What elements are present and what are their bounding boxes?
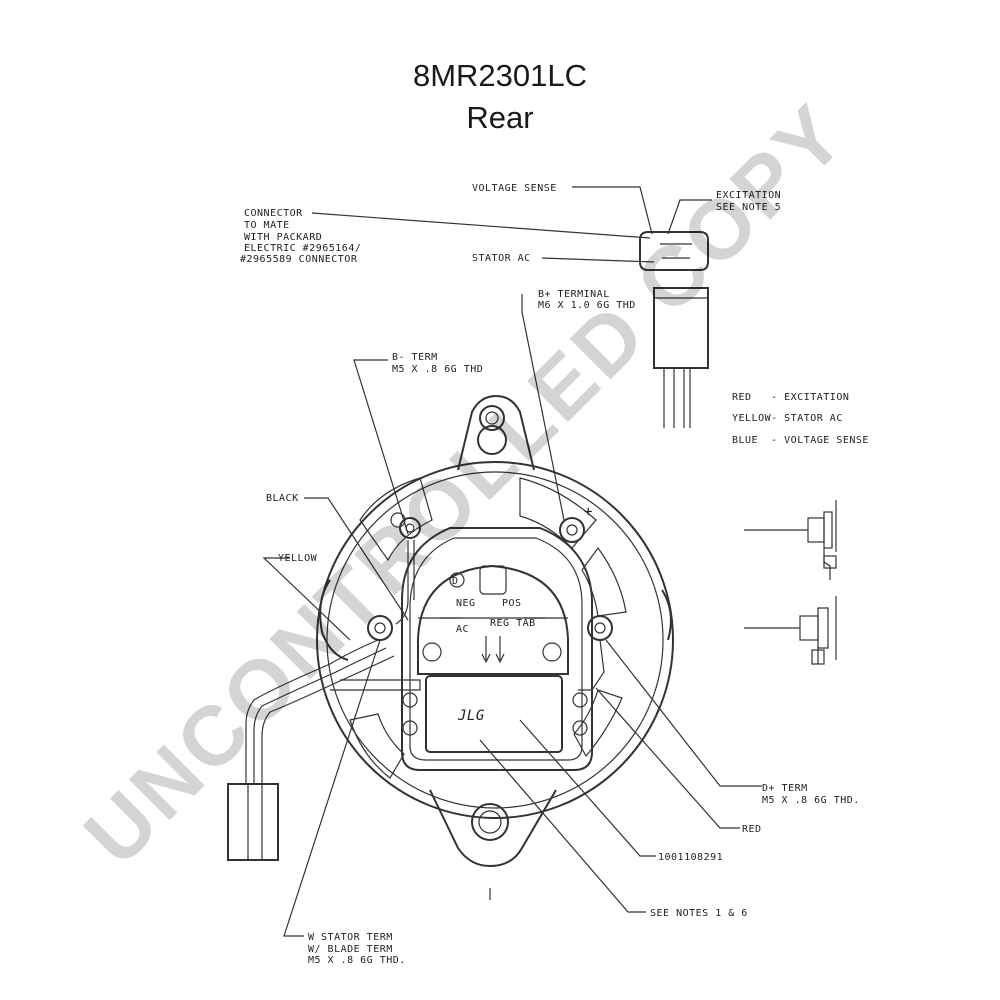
label-stator-ac: STATOR AC [472, 253, 531, 264]
label-yellow: YELLOW [278, 553, 318, 564]
label-b-minus-term-1: B- TERM [392, 352, 438, 363]
mark-reg-tab: REG TAB [490, 618, 536, 629]
label-b-plus-terminal-2: M6 X 1.0 6G THD [538, 300, 636, 311]
mark-pos: POS [502, 598, 522, 609]
label-part-number: 1001108291 [658, 852, 723, 863]
label-d-plus-term-1: D+ TERM [762, 783, 808, 794]
mark-ac: AC [456, 624, 469, 635]
mark-plus: + [584, 504, 593, 520]
alternator-housing [316, 394, 674, 868]
diagram-title: 8MR2301LC [412, 58, 588, 93]
leader-lines [262, 186, 762, 937]
label-w-stator-term-1: W STATOR TERM [308, 932, 393, 943]
label-d-plus-term-2: M5 X .8 6G THD. [762, 795, 860, 806]
terminal-side-view-upper [744, 500, 837, 580]
label-w-stator-term-3: M5 X .8 6G THD. [308, 955, 406, 966]
label-see-notes: SEE NOTES 1 & 6 [650, 908, 748, 919]
label-red: RED [742, 824, 762, 835]
label-excitation-1: EXCITATION [716, 190, 781, 201]
legend-item-red: RED - EXCITATION [732, 392, 849, 403]
wire-color-legend: RED - EXCITATION YELLOW- STATOR AC BLUE … [732, 392, 869, 446]
label-connector-3: WITH PACKARD [244, 232, 322, 243]
regulator-logo: JLG [457, 708, 485, 724]
watermark: UNCONTROLLED COPY [66, 85, 864, 883]
label-connector-1: CONNECTOR [244, 208, 303, 219]
wire-harness [227, 639, 421, 861]
label-connector-4: ELECTRIC #2965164/ [244, 243, 361, 254]
label-connector-5: #2965589 CONNECTOR [240, 254, 358, 265]
label-black: BLACK [266, 493, 299, 504]
label-b-minus-term-2: M5 X .8 6G THD [392, 364, 483, 375]
label-connector-2: TO MATE [244, 220, 290, 231]
legend-item-blue: BLUE - VOLTAGE SENSE [732, 435, 869, 446]
legend-item-yellow: YELLOW- STATOR AC [732, 413, 843, 424]
connector-plug [639, 231, 709, 428]
label-w-stator-term-2: W/ BLADE TERM [308, 944, 393, 955]
mark-d: D [452, 576, 459, 587]
label-excitation-2: SEE NOTE 5 [716, 202, 781, 213]
label-b-plus-terminal-1: B+ TERMINAL [538, 289, 610, 300]
diagram-subtitle: Rear [466, 100, 534, 135]
label-voltage-sense: VOLTAGE SENSE [472, 183, 557, 194]
terminal-side-view-lower [744, 596, 837, 665]
mark-neg: NEG [456, 598, 476, 609]
